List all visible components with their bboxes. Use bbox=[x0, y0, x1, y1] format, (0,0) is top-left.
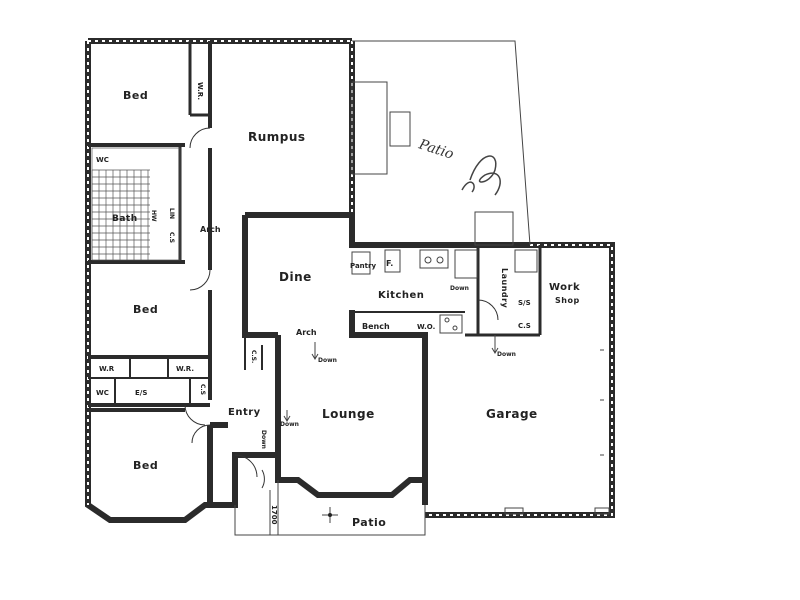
step-arrows bbox=[283, 335, 499, 422]
label-entry: Entry bbox=[228, 407, 261, 418]
label-down-lounge: Down bbox=[280, 421, 299, 428]
label-down-kitchen: Down bbox=[450, 285, 469, 292]
label-wr-right: W.R. bbox=[176, 365, 194, 373]
label-bed-3: Bed bbox=[133, 459, 158, 472]
label-patio-front: Patio bbox=[352, 516, 386, 529]
label-bed-2: Bed bbox=[133, 303, 158, 316]
interior-walls bbox=[88, 41, 542, 412]
label-down-laundry: Down bbox=[497, 351, 516, 358]
fixture-labels: W.R. WC HW LIN C.S W.R W.R. WC E/S C.S. … bbox=[96, 82, 531, 525]
label-cs-entry: C.S bbox=[199, 384, 206, 395]
label-kitchen: Kitchen bbox=[378, 290, 424, 301]
label-down-entry: Down bbox=[260, 430, 267, 449]
label-wo: W.O. bbox=[417, 323, 435, 331]
label-fridge: F. bbox=[386, 259, 393, 268]
exterior-walls bbox=[85, 38, 615, 523]
label-lounge: Lounge bbox=[322, 407, 375, 421]
label-cs-laundry: C.S bbox=[518, 322, 531, 330]
label-wr-left: W.R bbox=[99, 365, 115, 373]
label-cs-hall: C.S. bbox=[250, 350, 257, 363]
bathroom-tiles bbox=[91, 147, 181, 261]
label-es: E/S bbox=[135, 389, 147, 397]
label-bed-1: Bed bbox=[123, 89, 148, 102]
room-labels: Bed Rumpus Bath Arch Dine Pantry F. Kitc… bbox=[112, 89, 580, 529]
label-dine: Dine bbox=[279, 270, 312, 284]
label-bath: Bath bbox=[112, 214, 138, 224]
label-cs-bath: C.S bbox=[168, 232, 175, 243]
label-dimension-1700: 1700 bbox=[270, 505, 278, 525]
front-patio-outline bbox=[234, 480, 426, 536]
label-laundry: Laundry bbox=[500, 268, 509, 309]
label-arch-dine: Arch bbox=[296, 328, 317, 337]
label-wc-top: WC bbox=[96, 156, 109, 164]
label-ss: S/S bbox=[518, 299, 531, 307]
label-rumpus: Rumpus bbox=[248, 130, 306, 144]
label-arch-hall: Arch bbox=[200, 225, 221, 234]
label-hw: HW bbox=[150, 210, 157, 222]
label-patio-rear: Patio bbox=[416, 136, 456, 163]
label-garage: Garage bbox=[486, 407, 538, 421]
label-workshop-line-1: Work bbox=[549, 282, 580, 293]
rear-patio-outline bbox=[351, 40, 531, 246]
label-pantry: Pantry bbox=[350, 262, 376, 270]
label-wc-mid: WC bbox=[96, 389, 109, 397]
door-swings bbox=[184, 127, 499, 489]
signature-scribble bbox=[469, 155, 501, 196]
kitchen-fixtures bbox=[351, 249, 538, 334]
garage-details bbox=[504, 349, 610, 515]
label-workshop-line-2: Shop bbox=[555, 296, 580, 305]
label-bench: Bench bbox=[362, 322, 390, 331]
label-down-dine: Down bbox=[318, 357, 337, 364]
label-lin: LIN bbox=[168, 208, 175, 219]
label-wr-top: W.R. bbox=[196, 82, 204, 100]
